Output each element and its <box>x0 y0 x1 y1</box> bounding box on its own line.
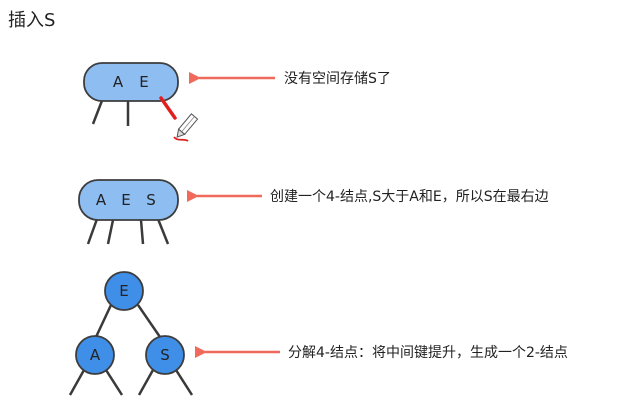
step1-node-box <box>83 62 179 102</box>
tree-edge-root-right <box>136 304 162 338</box>
step2-node: A E S <box>78 179 179 245</box>
step2-edge-1 <box>106 219 115 245</box>
tree-left-key: A <box>90 346 101 364</box>
step2-edge-0 <box>86 218 99 245</box>
step1-edge-left <box>91 97 105 125</box>
tree-right-key: S <box>160 346 170 364</box>
tree-edge-s-right <box>174 369 194 396</box>
tree-left-node <box>75 335 115 375</box>
tree-edge-root-left <box>94 304 113 338</box>
step3-caption: 分解4-结点：将中间键提升，生成一个2-结点 <box>288 345 568 361</box>
step3-tree: E A S <box>68 271 194 396</box>
step2-edge-3 <box>156 218 170 245</box>
step1-key-0: A <box>113 73 124 91</box>
step2-key-1: E <box>121 191 130 209</box>
tree-root-node <box>104 271 144 311</box>
tree-edge-a-left <box>68 369 86 396</box>
step1-caption: 没有空间存储S了 <box>284 71 391 87</box>
step2-key-0: A <box>96 191 107 209</box>
step1-key-1: E <box>139 73 148 91</box>
step2-edge-2 <box>139 219 145 245</box>
tree-root-key: E <box>119 282 128 300</box>
tree-edge-s-left <box>137 369 155 396</box>
step2-caption: 创建一个4-结点,S大于A和E，所以S在最右边 <box>270 189 549 205</box>
step1-node: A E <box>83 62 179 126</box>
tree-right-node <box>145 335 185 375</box>
pencil-icon <box>159 96 199 142</box>
page-title: 插入S <box>8 10 56 31</box>
step2-node-box <box>78 179 179 221</box>
step2-key-2: S <box>146 191 156 209</box>
tree-edge-a-right <box>104 369 124 396</box>
